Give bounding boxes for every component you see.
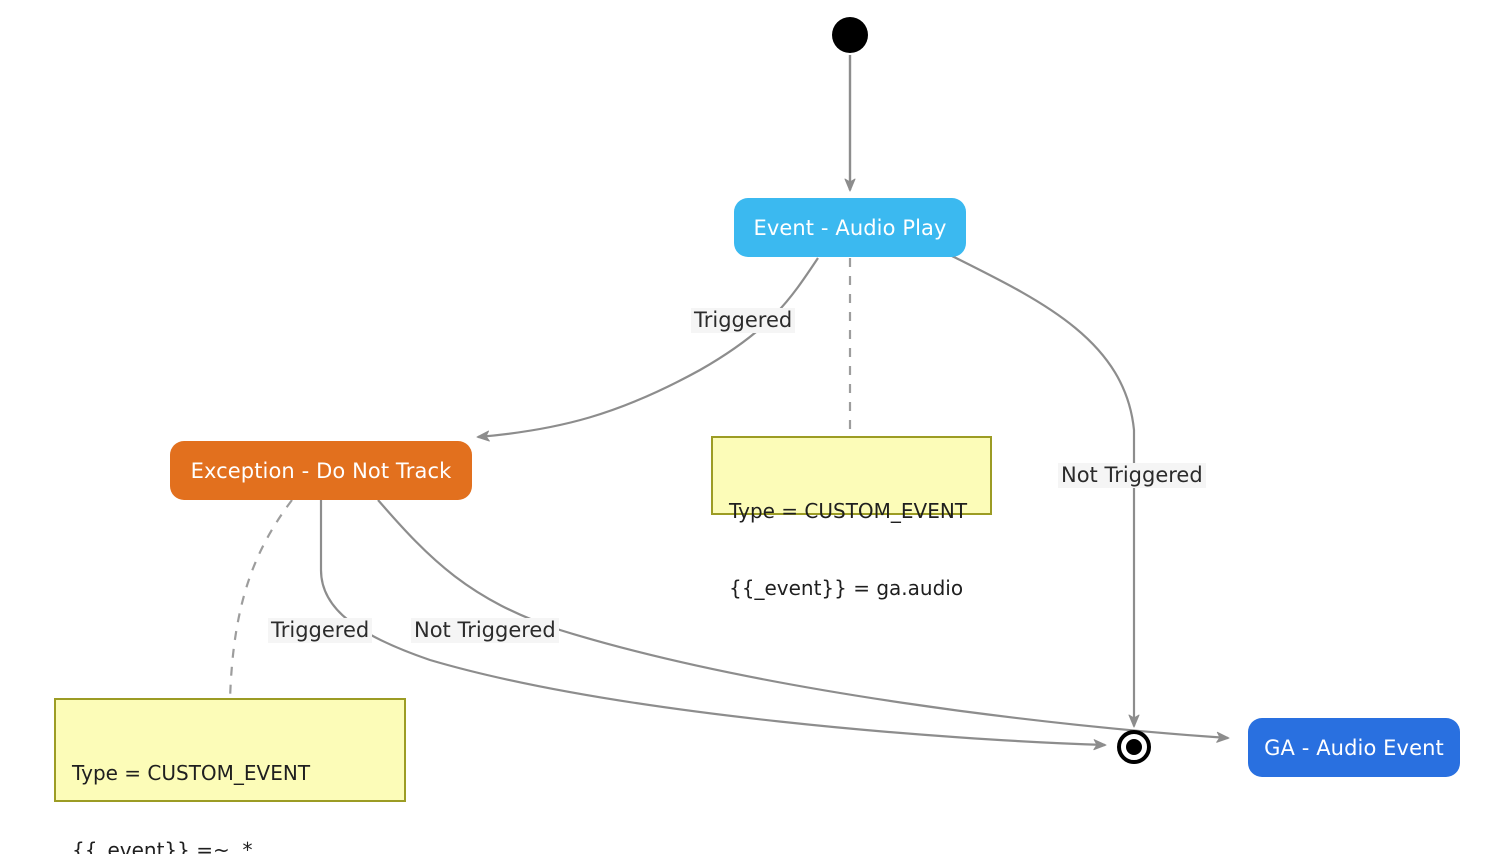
state-exception-do-not-track[interactable]: Exception - Do Not Track <box>170 441 472 500</box>
state-ga-audio-event-label: GA - Audio Event <box>1264 735 1444 760</box>
end-node <box>1117 730 1151 764</box>
edge-exception-note-link <box>228 499 293 701</box>
edge-event-to-exception <box>476 257 819 442</box>
end-node-inner-dot <box>1126 739 1142 755</box>
note-exception-line-2: {{_event}} =~ .* <box>72 837 253 854</box>
edge-exception-to-ga <box>377 499 1230 743</box>
edge-label-not-triggered-right: Not Triggered <box>1058 463 1206 489</box>
state-exception-do-not-track-label: Exception - Do Not Track <box>190 458 452 483</box>
start-node <box>832 17 868 53</box>
note-event-line-1: Type = CUSTOM_EVENT <box>729 499 968 524</box>
note-exception-line-1: Type = CUSTOM_EVENT <box>72 761 311 786</box>
state-event-audio-play[interactable]: Event - Audio Play <box>734 198 966 257</box>
edge-exception-to-end <box>319 500 1107 751</box>
state-event-audio-play-label: Event - Audio Play <box>753 215 947 240</box>
note-event-line-2: {{_event}} = ga.audio <box>729 575 964 600</box>
note-exception-do-not-track: Type = CUSTOM_EVENT {{_event}} =~ .* {{U… <box>54 698 406 854</box>
state-ga-audio-event[interactable]: GA - Audio Event <box>1248 718 1460 777</box>
edge-label-not-triggered-bottom: Not Triggered <box>411 618 559 644</box>
edge-label-triggered-bottom: Triggered <box>268 618 373 644</box>
edge-label-triggered-top: Triggered <box>691 308 796 334</box>
note-event-audio-play: Type = CUSTOM_EVENT {{_event}} = ga.audi… <box>711 436 992 600</box>
edge-event-to-end <box>951 255 1140 728</box>
